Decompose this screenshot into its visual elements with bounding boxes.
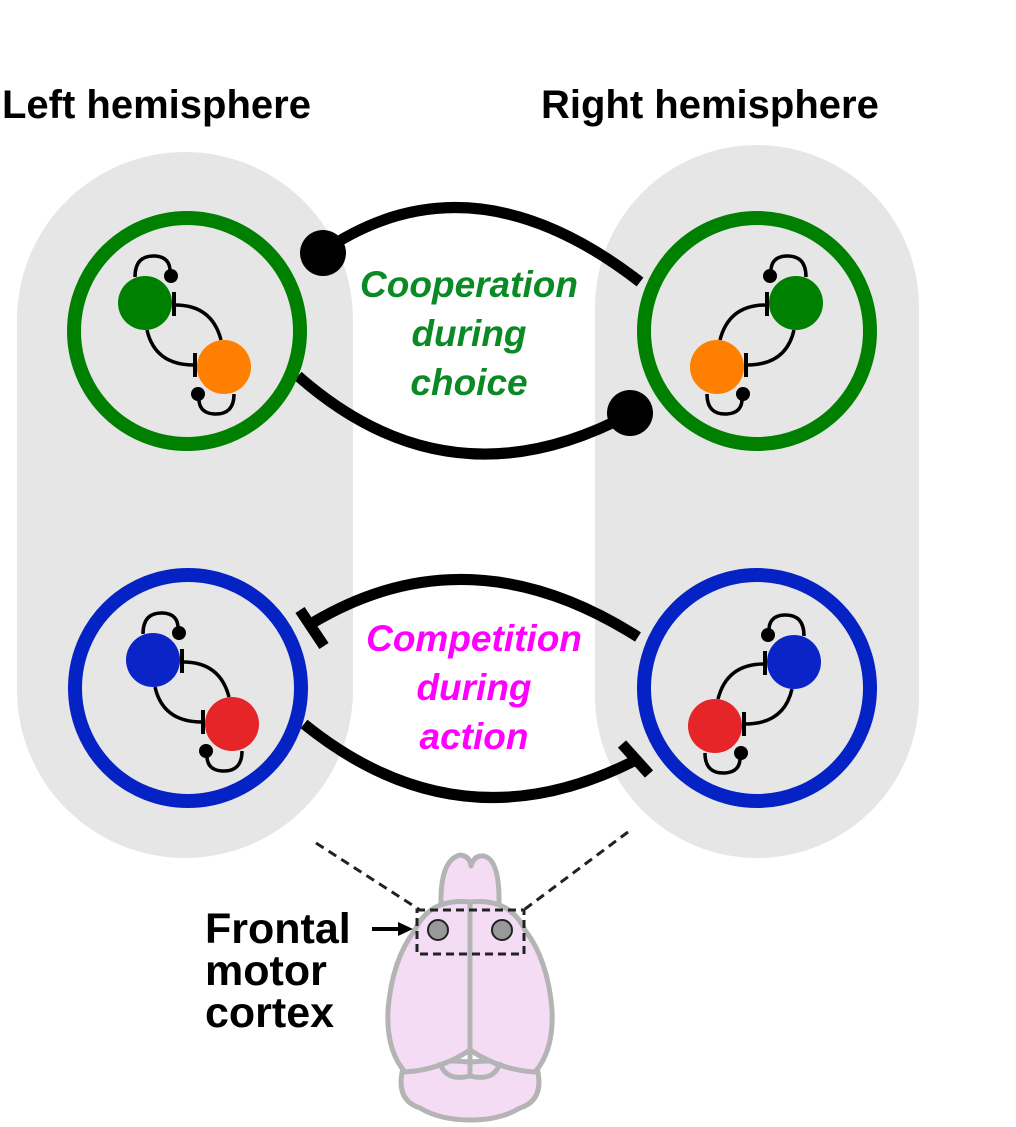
- self-excitation-terminal-b: [736, 387, 750, 401]
- population-b: [690, 340, 744, 394]
- bottom-label-line-3: action: [420, 716, 529, 757]
- excitatory-terminal-left: [300, 230, 346, 276]
- left-hemisphere-bg: [17, 152, 353, 858]
- self-excitation-terminal-a: [761, 628, 775, 642]
- brain-label-line-1: Frontal: [205, 905, 351, 953]
- inhibitory-terminal-left: [295, 606, 329, 650]
- excitatory-terminal-right: [607, 390, 653, 436]
- self-excitation-loop-a: [133, 254, 172, 278]
- left-to-right-inhibitory-arc: [300, 719, 639, 803]
- top-label-line-1: Cooperation: [360, 264, 578, 305]
- self-excitation-terminal-a: [164, 269, 178, 283]
- self-excitation-loop-a: [769, 254, 808, 278]
- right-recording-site: [491, 919, 513, 941]
- left-action-circuit: [126, 611, 259, 773]
- zoom-line-left: [315, 841, 421, 912]
- right-choice-circuit: [690, 254, 823, 416]
- self-excitation-loop-b: [197, 393, 236, 416]
- left-choice-module-ring: [67, 211, 307, 451]
- self-excitation-loop-b: [705, 393, 744, 416]
- olfactory-bulbs: [438, 852, 502, 908]
- left-to-right-excitatory-arc: [294, 371, 633, 460]
- population-b: [205, 697, 259, 751]
- right-to-left-inhibitory-arc: [311, 573, 641, 642]
- competition-label: Competition during action: [366, 618, 582, 757]
- left-action-module-ring: [68, 568, 308, 808]
- population-b: [688, 699, 742, 753]
- brain-label-line-3: cortex: [205, 989, 334, 1037]
- right-hemisphere-title: Right hemisphere: [541, 83, 879, 127]
- population-a: [769, 276, 823, 330]
- right-action-module-ring: [637, 568, 877, 808]
- top-label-line-3: choice: [410, 362, 527, 403]
- right-to-left-excitatory-arc: [318, 202, 644, 287]
- zoom-line-right: [524, 830, 629, 911]
- arrow-head-icon: [398, 922, 413, 936]
- competition-connections: [295, 573, 654, 803]
- cooperation-connections: [294, 202, 653, 460]
- inhibition-a-to-b: [145, 329, 195, 367]
- self-excitation-loop-b: [205, 750, 244, 773]
- mouse-brain: [385, 852, 555, 1123]
- left-choice-circuit: [118, 254, 251, 416]
- self-excitation-terminal-b: [199, 744, 213, 758]
- bottom-label-line-2: during: [416, 667, 531, 708]
- top-label-line-2: during: [411, 313, 526, 354]
- cooperation-label: Cooperation during choice: [360, 264, 578, 403]
- left-recording-site: [427, 919, 449, 941]
- inhibition-b-to-a: [174, 303, 223, 341]
- inhibition-a-to-b: [744, 688, 794, 726]
- inhibition-a-to-b: [153, 686, 203, 724]
- population-a: [767, 635, 821, 689]
- brain-label-line-2: motor: [205, 947, 327, 995]
- inhibition-b-to-a: [182, 660, 231, 698]
- bottom-label-line-1: Competition: [366, 618, 582, 659]
- population-a: [126, 633, 180, 687]
- frontal-motor-region-box: [415, 908, 526, 956]
- self-excitation-terminal-b: [191, 387, 205, 401]
- inhibition-b-to-a: [718, 303, 767, 341]
- self-excitation-loop-a: [767, 613, 806, 637]
- inhibition-a-to-b: [746, 329, 796, 367]
- inhibition-b-to-a: [716, 662, 765, 700]
- self-excitation-terminal-b: [734, 746, 748, 760]
- self-excitation-terminal-a: [763, 269, 777, 283]
- self-excitation-terminal-a: [172, 626, 186, 640]
- right-hemisphere-bg: [595, 145, 919, 858]
- inhibitory-terminal-right: [617, 740, 654, 778]
- population-a: [118, 276, 172, 330]
- right-action-circuit: [688, 613, 821, 775]
- right-choice-module-ring: [637, 211, 877, 451]
- left-hemisphere-title: Left hemisphere: [2, 83, 311, 127]
- self-excitation-loop-a: [141, 611, 180, 635]
- population-b: [197, 340, 251, 394]
- self-excitation-loop-b: [703, 752, 742, 775]
